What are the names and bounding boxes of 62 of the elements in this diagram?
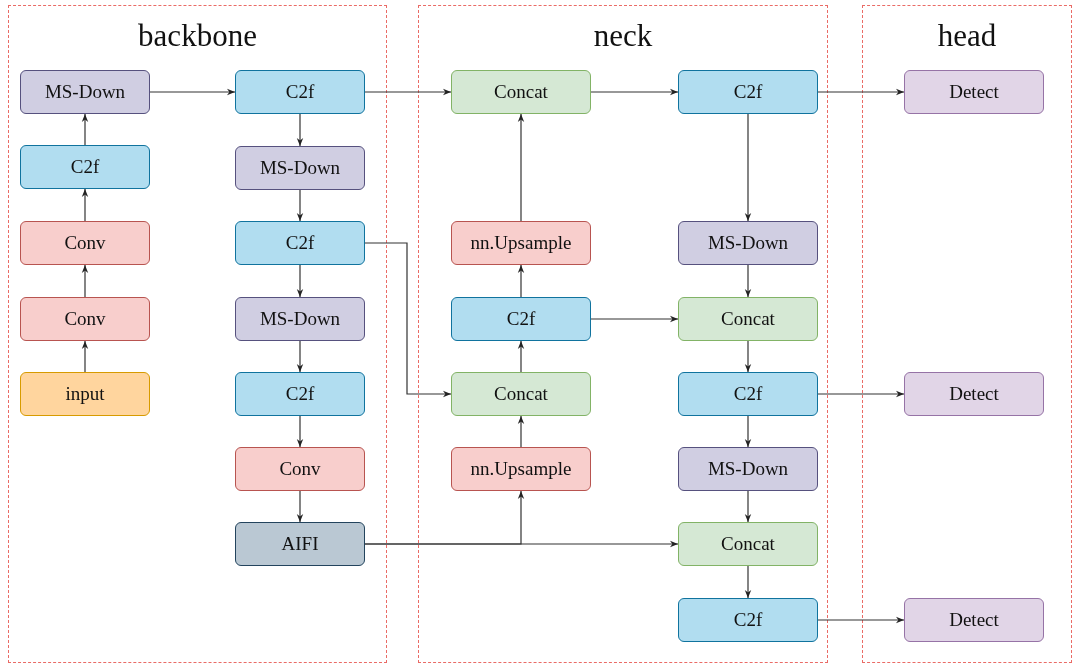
layer-box: Conv [20, 221, 150, 265]
layer-box: MS-Down [678, 447, 818, 491]
arrow [590, 88, 679, 96]
arrow [517, 113, 525, 222]
section-panel [862, 5, 1072, 663]
arrow [590, 315, 679, 323]
layer-box: C2f [235, 70, 365, 114]
arrow [744, 113, 752, 222]
arrow [296, 264, 304, 298]
layer-box: C2f [451, 297, 591, 341]
layer-box: C2f [678, 598, 818, 642]
section-panel [8, 5, 387, 663]
layer-box: Concat [678, 522, 818, 566]
arrow [517, 415, 525, 448]
layer-box: C2f [235, 221, 365, 265]
arrow [296, 490, 304, 523]
arrow [81, 113, 89, 146]
layer-box: Detect [904, 598, 1044, 642]
arrow [817, 616, 905, 624]
arrow [517, 264, 525, 298]
section-title: backbone [137, 18, 258, 54]
arrow [364, 242, 452, 398]
arrow [744, 415, 752, 448]
layer-box: MS-Down [20, 70, 150, 114]
section-panel [418, 5, 828, 663]
layer-box: C2f [678, 70, 818, 114]
arrow [744, 565, 752, 599]
arrow [296, 189, 304, 222]
layer-box: AIFI [235, 522, 365, 566]
layer-box: MS-Down [235, 297, 365, 341]
arrow [81, 188, 89, 222]
layer-box: input [20, 372, 150, 416]
arrow [364, 540, 679, 548]
section-title: neck [592, 18, 654, 54]
arrow [296, 415, 304, 448]
arrow [817, 390, 905, 398]
layer-box: C2f [20, 145, 150, 189]
arrow [364, 88, 452, 96]
layer-box: Concat [451, 372, 591, 416]
arrow [296, 340, 304, 373]
layer-box: Detect [904, 372, 1044, 416]
layer-box: Conv [20, 297, 150, 341]
layer-box: C2f [235, 372, 365, 416]
arrow [81, 264, 89, 298]
arrow [81, 340, 89, 373]
arrow [744, 340, 752, 373]
arrow [744, 264, 752, 298]
arrow [296, 113, 304, 147]
layer-box: Concat [451, 70, 591, 114]
layer-box: Detect [904, 70, 1044, 114]
arrow [149, 88, 236, 96]
layer-box: MS-Down [678, 221, 818, 265]
arrow [744, 490, 752, 523]
arrow [817, 88, 905, 96]
layer-box: nn.Upsample [451, 221, 591, 265]
layer-box: Conv [235, 447, 365, 491]
layer-box: MS-Down [235, 146, 365, 190]
layer-box: Concat [678, 297, 818, 341]
section-title: head [936, 18, 998, 54]
arrow [517, 340, 525, 373]
layer-box: nn.Upsample [451, 447, 591, 491]
layer-box: C2f [678, 372, 818, 416]
